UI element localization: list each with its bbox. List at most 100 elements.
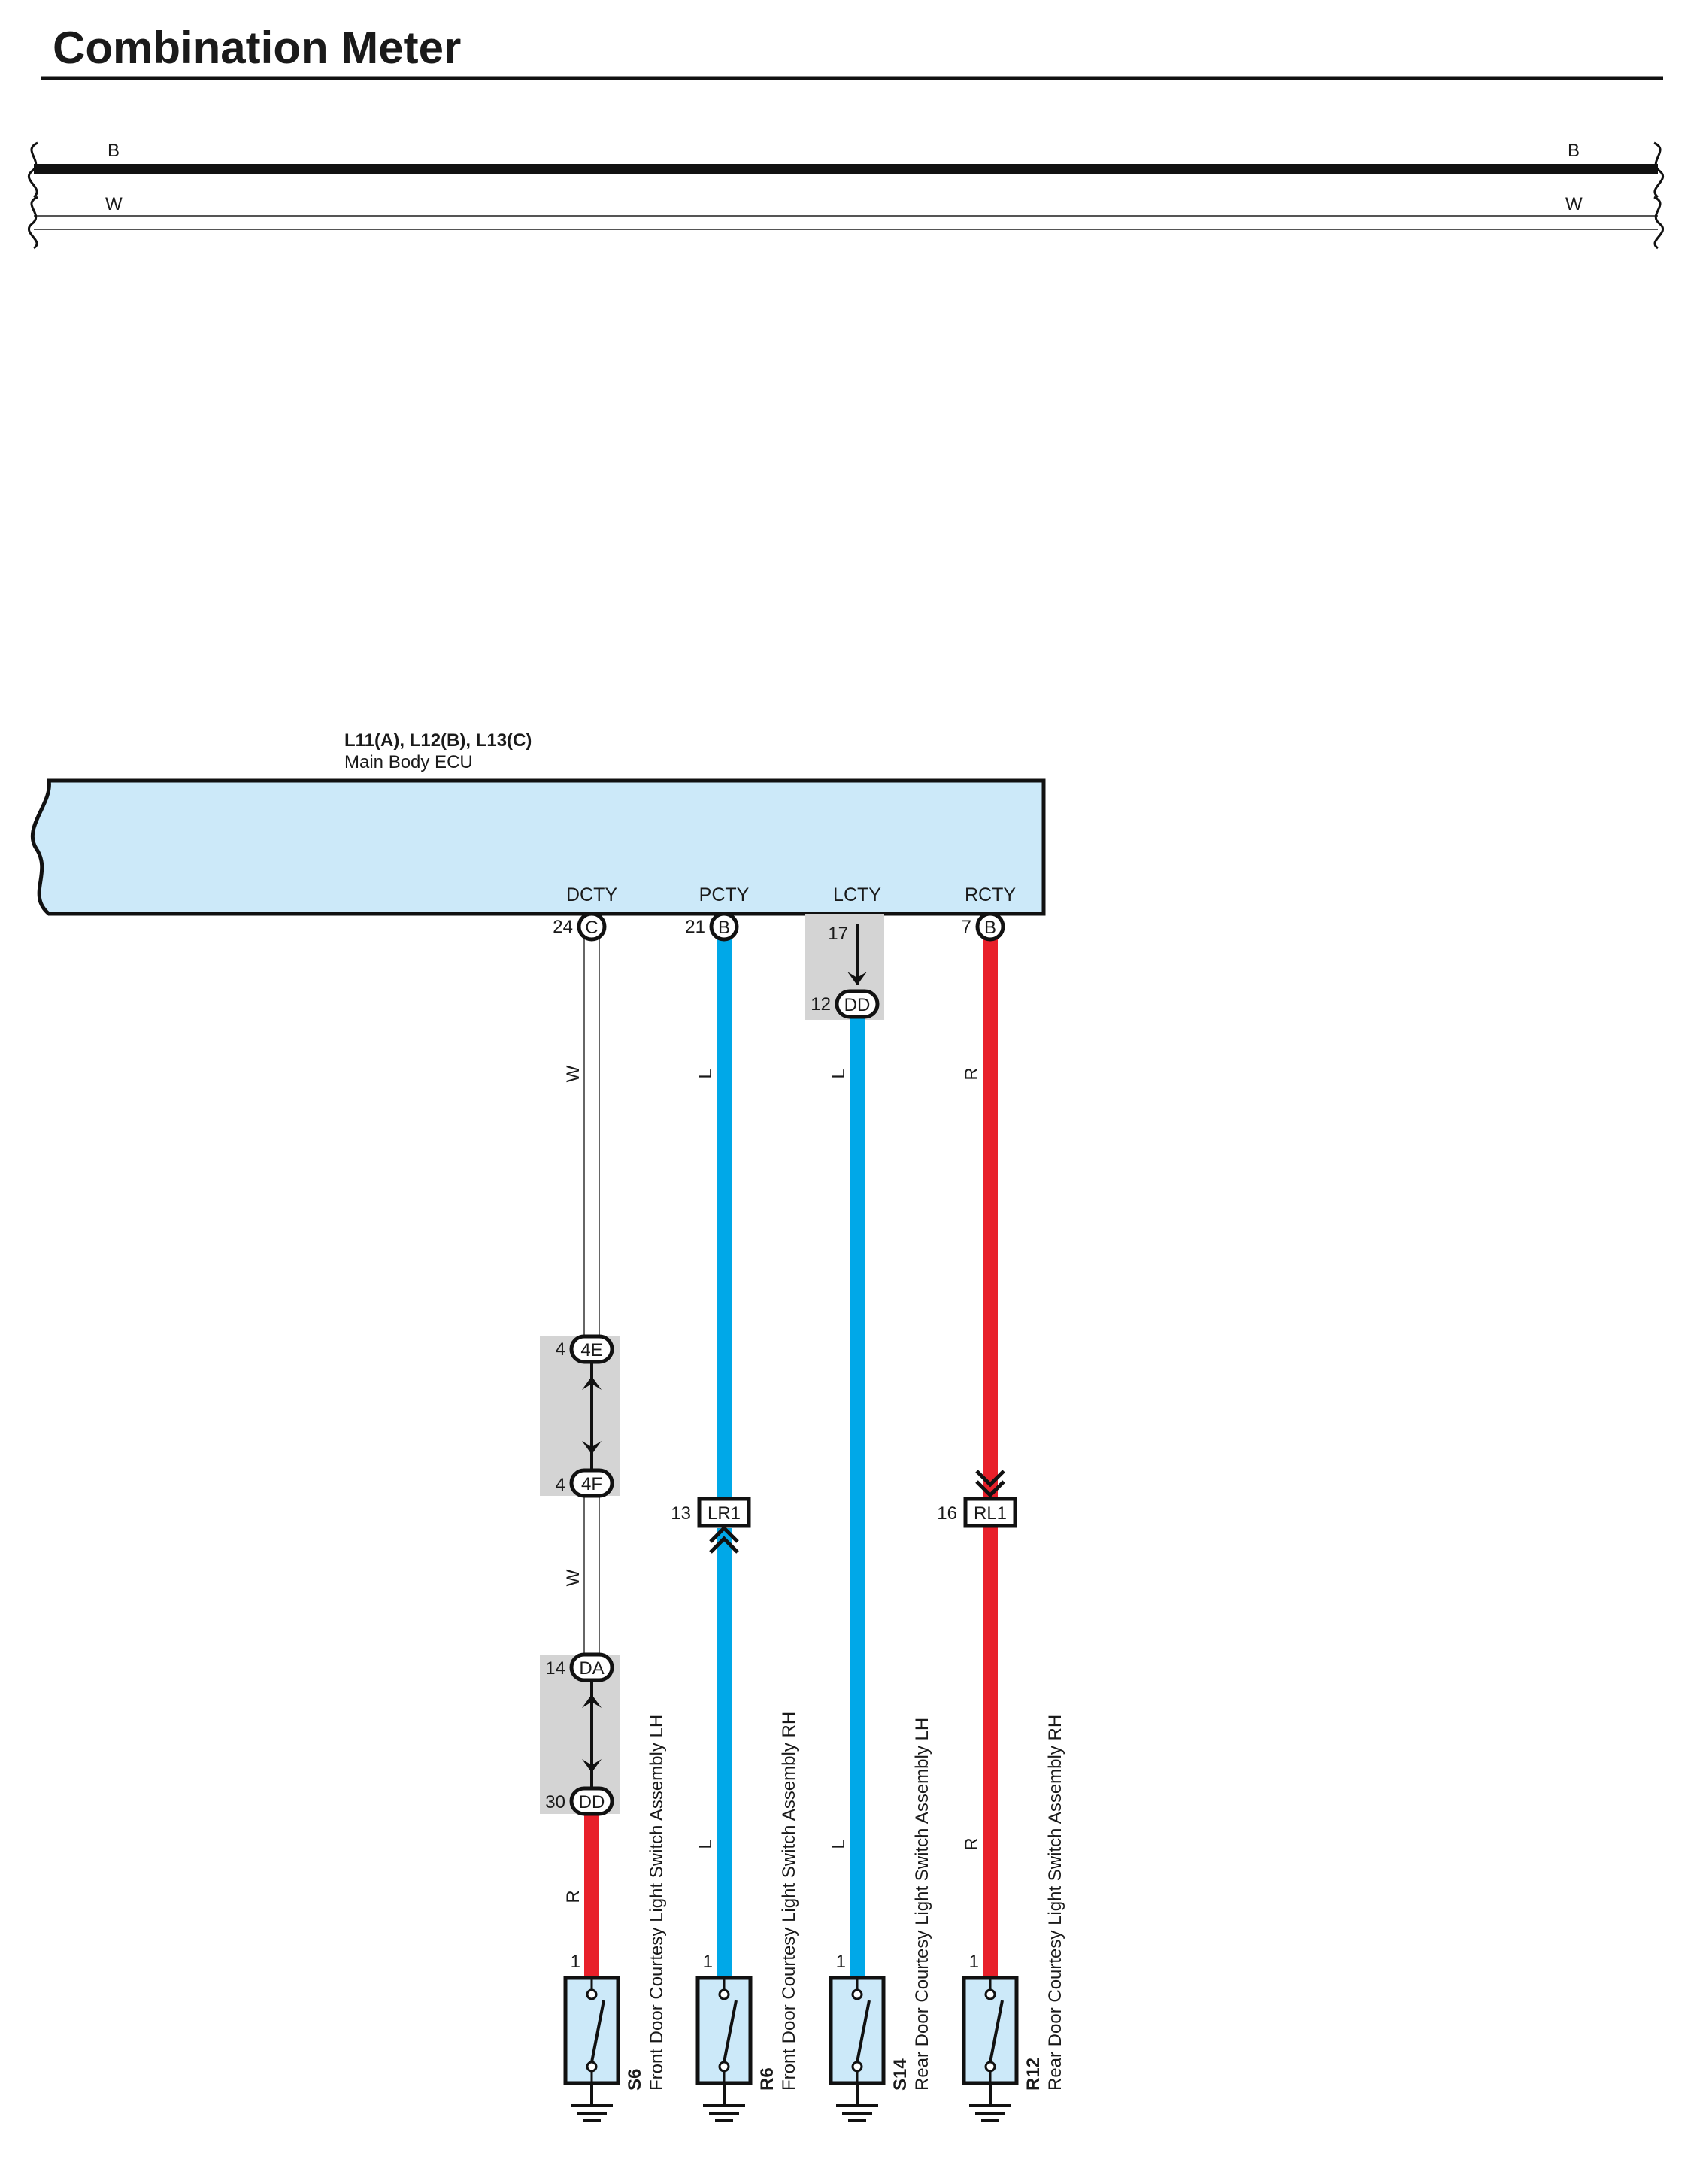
arrow-down-icon [582, 1441, 602, 1454]
connector-code: 4E [580, 1340, 602, 1360]
pin-number: 1 [571, 1952, 580, 1972]
ground-icon [836, 2104, 878, 2122]
bus-break-right-bottom [1653, 196, 1665, 250]
connector-code: DD [844, 995, 871, 1015]
switch-r6: 1 R6 Front Door Courtesy Light Switch As… [695, 1712, 799, 2122]
wire-rcty [975, 925, 1005, 1978]
ground-icon [571, 2104, 613, 2122]
switch-blade [989, 2000, 1004, 2063]
connector-code: LR1 [708, 1503, 741, 1524]
wire-color-label: L [695, 1839, 716, 1849]
connector-box [963, 1497, 1017, 1528]
switch-blade [590, 2000, 605, 2063]
switch-contact [586, 2061, 598, 2073]
connector-code: DD [579, 1792, 605, 1812]
switch-contact [984, 2061, 996, 2073]
chevron-up-icon [709, 1525, 739, 1543]
ground-icon [703, 2104, 745, 2122]
wire-color-label: R [962, 1067, 982, 1080]
arrow-up-icon [582, 1376, 602, 1390]
wire-color-label: L [829, 1839, 849, 1849]
switch-name: Front Door Courtesy Light Switch Assembl… [779, 1712, 799, 2091]
pin-number: 30 [545, 1792, 565, 1812]
switch-blade [856, 2000, 871, 2063]
wire-lcty [847, 924, 867, 1978]
pin-number: 4 [556, 1475, 565, 1495]
connector-code: 4F [581, 1474, 602, 1494]
switch-contact [718, 2061, 730, 2073]
connector-box [697, 1497, 751, 1528]
main-body-ecu: L11(A), L12(B), L13(C) Main Body ECU DCT… [30, 730, 1046, 916]
connector-code: B [718, 918, 730, 938]
switch-name: Rear Door Courtesy Light Switch Assembly… [912, 1718, 932, 2091]
page-title: Combination Meter [53, 23, 461, 73]
pin-number: 1 [703, 1952, 713, 1972]
bus-label-right-w: W [1565, 194, 1583, 214]
pin-number: 4 [556, 1339, 565, 1360]
connector-dd-lcty: 12 DD [811, 989, 880, 1019]
wire-color-label: R [962, 1837, 982, 1850]
bus-break-left-top [27, 141, 38, 199]
switch-code: S6 [625, 2069, 645, 2091]
wire-dcty [582, 925, 602, 1978]
connector-circle [975, 912, 1005, 942]
switch-s6: 1 S6 Front Door Courtesy Light Switch As… [563, 1715, 667, 2122]
connector-code: C [585, 918, 598, 938]
chevron-up-icon [709, 1536, 739, 1554]
bus-label-right-b: B [1568, 141, 1580, 161]
switch-name: Rear Door Courtesy Light Switch Assembly… [1045, 1715, 1065, 2091]
wire-color-label: W [563, 1065, 583, 1082]
wire-pcty [709, 925, 739, 1978]
terminal-lcty: LCTY [833, 884, 881, 905]
bus-break-right-top [1653, 141, 1665, 199]
switch-code: S14 [890, 2058, 911, 2091]
pin-number: 13 [671, 1503, 691, 1524]
pin-number: 1 [836, 1952, 846, 1972]
chevron-down-icon [975, 1470, 1005, 1488]
wire-color-label: L [695, 1069, 716, 1078]
ecu-name: Main Body ECU [344, 752, 473, 772]
connector-dd: 30 DD [545, 1786, 614, 1816]
switch-code: R12 [1023, 2058, 1044, 2091]
ecu-pin-lcty: 17 [828, 924, 848, 944]
pin-number: 7 [962, 917, 971, 937]
pin-number: 14 [545, 1658, 565, 1679]
ecu-pin-dcty: 24 C [553, 912, 607, 942]
terminal-rcty: RCTY [965, 884, 1016, 905]
switch-contact [984, 1988, 996, 2000]
switch-blade [723, 2000, 738, 2063]
switch-contact [851, 2061, 863, 2073]
arrow-down-icon [847, 972, 867, 985]
switch-name: Front Door Courtesy Light Switch Assembl… [647, 1715, 667, 2091]
switch-contact [851, 1988, 863, 2000]
pin-number: 21 [685, 917, 705, 937]
wire-color-label: W [563, 1569, 583, 1586]
connector-pill [835, 989, 880, 1019]
connector-code: RL1 [974, 1503, 1007, 1524]
arrow-down-icon [582, 1759, 602, 1773]
connector-code: B [984, 918, 996, 938]
connector-da: 14 DA [545, 1652, 614, 1682]
switch-contact [586, 1988, 598, 2000]
connector-4e: 4 4E [556, 1334, 614, 1364]
terminal-dcty: DCTY [566, 884, 617, 905]
bus-wires: B W B W [27, 141, 1665, 250]
pin-number: 17 [828, 924, 848, 944]
switch-code: R6 [757, 2067, 777, 2091]
wire-color-label: R [563, 1890, 583, 1903]
connector-circle [709, 912, 739, 942]
terminal-pcty: PCTY [699, 884, 750, 905]
ecu-connector-codes: L11(A), L12(B), L13(C) [344, 730, 532, 751]
connector-circle [577, 912, 607, 942]
wire-color-label: L [829, 1069, 849, 1078]
connector-rl1: 16 RL1 [937, 1497, 1017, 1528]
pin-number: 16 [937, 1503, 957, 1524]
ecu-pin-pcty: 21 B [685, 912, 739, 942]
switch-r12: 1 R12 Rear Door Courtesy Light Switch As… [962, 1715, 1065, 2122]
pin-number: 24 [553, 917, 573, 937]
connector-pill [569, 1334, 614, 1364]
bus-break-left-bottom [27, 196, 38, 250]
connector-lr1: 13 LR1 [671, 1497, 751, 1528]
connector-4f: 4 4F [556, 1468, 614, 1498]
connector-code: DA [579, 1658, 604, 1679]
